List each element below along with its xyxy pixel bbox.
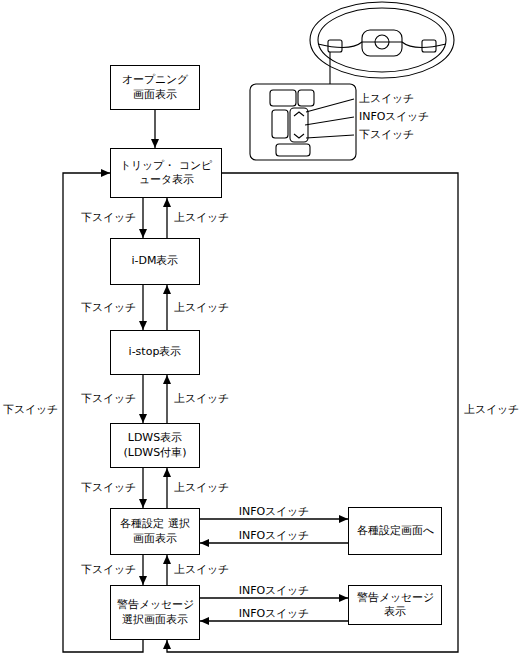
box-text: 警告メッセージ 表示 [354,591,436,620]
edge-label: 上スイッチ [173,392,230,405]
edge-label: 上スイッチ [173,563,230,576]
box-text: i-DM表示 [132,254,179,268]
flow-arrow [142,198,143,238]
process-box: 各種設定 選択画面表示 [110,508,200,555]
process-box: オープニング 画面表示 [110,65,200,110]
flow-arrow [166,198,167,238]
flow-arrow [142,285,143,330]
flow-arrow [200,542,348,543]
flow-arrow [166,468,167,508]
edge-label: INFOスイッチ [238,505,310,518]
box-text: トリップ・ コンピュータ表示 [116,159,216,188]
flow-arrow [142,468,143,508]
edge-label: 上スイッチ [463,403,520,416]
flow-arrow [200,518,348,519]
flow-arrow [154,110,155,148]
process-box: 警告メッセージ 選択画面表示 [110,585,200,640]
edge-label: 上スイッチ [173,481,230,494]
edge-label: 上スイッチ [173,301,230,314]
callout-label: 上スイッチ [358,92,415,105]
process-box: 各種設定画面へ [348,507,442,555]
edge-label: 下スイッチ [80,211,137,224]
callout-label: INFOスイッチ [358,110,430,123]
flow-arrow [200,597,348,598]
box-text: LDWS表示 (LDWS付車) [116,431,194,460]
box-text: 各種設定 選択画面表示 [116,517,194,546]
box-text: オープニング 画面表示 [116,73,194,102]
process-box: トリップ・ コンピュータ表示 [110,148,222,198]
edge-label: 下スイッチ [80,481,137,494]
edge-label: 上スイッチ [173,211,230,224]
edge-label: 下スイッチ [80,301,137,314]
flow-arrow [166,285,167,330]
flow-arrow [166,555,167,585]
flow-arrow [200,620,348,621]
edge-label: INFOスイッチ [238,529,310,542]
edge-label: 下スイッチ [2,403,59,416]
edge-label: 下スイッチ [80,392,137,405]
process-box: i-stop表示 [110,330,200,375]
callout-label: 下スイッチ [358,128,415,141]
process-box: 警告メッセージ 表示 [348,585,442,625]
flow-arrow [142,375,143,423]
edge-label: INFOスイッチ [238,607,310,620]
box-text: 警告メッセージ 選択画面表示 [116,598,194,627]
box-text: 各種設定画面へ [357,524,434,538]
flow-arrow [142,555,143,585]
edge-label: 下スイッチ [80,563,137,576]
process-box: i-DM表示 [110,238,200,285]
process-box: LDWS表示 (LDWS付車) [110,423,200,468]
flow-arrow [166,375,167,423]
box-text: i-stop表示 [129,345,182,359]
edge-label: INFOスイッチ [238,584,310,597]
flow-arrow [167,173,458,652]
